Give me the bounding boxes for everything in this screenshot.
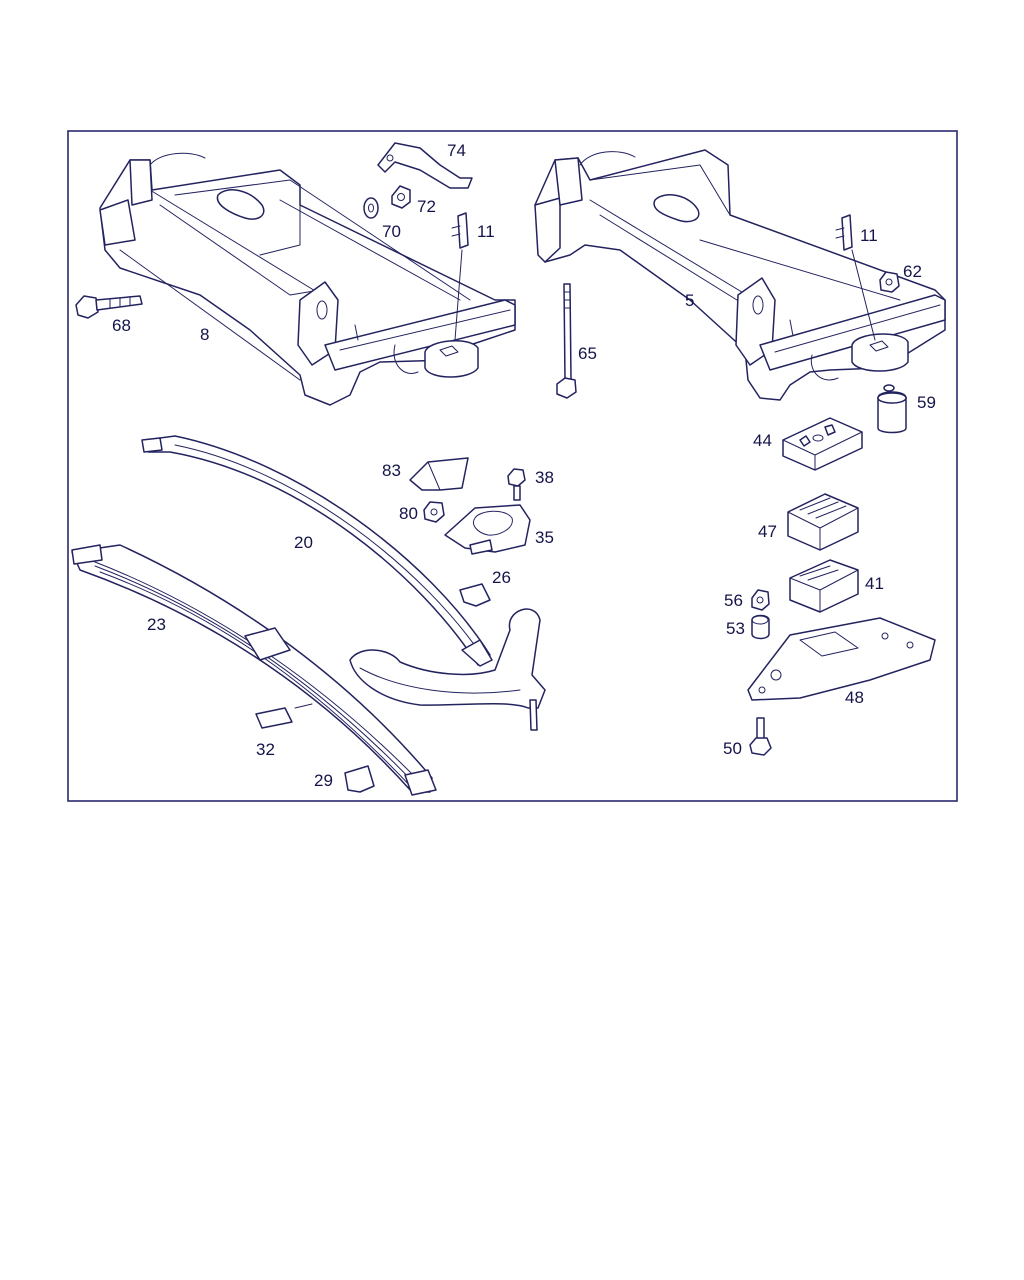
nut-62	[879, 271, 900, 293]
label-26: 26	[492, 568, 511, 587]
pad-44	[782, 417, 863, 471]
label-72: 72	[417, 197, 436, 216]
bracket-74	[377, 142, 473, 189]
label-8: 8	[200, 325, 209, 344]
label-83: 83	[382, 461, 401, 480]
label-56: 56	[724, 591, 743, 610]
label-59: 59	[917, 393, 936, 412]
spacer-26	[459, 583, 491, 607]
plate-48	[747, 617, 936, 701]
bolt-50	[749, 717, 772, 756]
label-35: 35	[535, 528, 554, 547]
bolt-38	[507, 468, 526, 501]
label-47: 47	[758, 522, 777, 541]
label-74: 74	[447, 141, 466, 160]
mount-41	[789, 559, 859, 613]
right-subframe	[534, 149, 946, 401]
nut-72	[391, 185, 411, 209]
buffer-59	[877, 384, 907, 434]
spacer-53	[751, 614, 770, 640]
washer-70	[363, 197, 379, 219]
nut-56	[751, 589, 770, 611]
label-50: 50	[723, 739, 742, 758]
label-32: 32	[256, 740, 275, 759]
pad-32	[255, 707, 293, 729]
label-53: 53	[726, 619, 745, 638]
label-11-left: 11	[477, 222, 495, 241]
leaf-spring-23	[71, 544, 437, 796]
label-20: 20	[294, 533, 313, 552]
bracket-83	[409, 457, 469, 491]
label-44: 44	[753, 431, 772, 450]
label-29: 29	[314, 771, 333, 790]
part-labels: 74 72 70 11 68 8 65 5 11 62 59 44 83 38 …	[112, 141, 936, 790]
label-5: 5	[685, 291, 694, 310]
label-80: 80	[399, 504, 418, 523]
label-11-right: 11	[860, 226, 878, 245]
spacer-29	[344, 765, 375, 793]
label-65: 65	[578, 344, 597, 363]
label-23: 23	[147, 615, 166, 634]
label-38: 38	[535, 468, 554, 487]
label-41: 41	[865, 574, 884, 593]
clip-11-right	[835, 214, 876, 341]
mount-47	[787, 493, 859, 551]
bolt-65	[556, 283, 577, 399]
clip-11-left	[451, 212, 469, 341]
leaf-spring-20	[141, 435, 493, 667]
diagram-frame	[67, 130, 958, 802]
bolt-68	[75, 295, 143, 319]
label-62: 62	[903, 262, 922, 281]
label-70: 70	[382, 222, 401, 241]
mount-35	[444, 504, 531, 555]
control-arm	[349, 608, 546, 731]
nut-80	[423, 501, 445, 523]
label-48: 48	[845, 688, 864, 707]
label-68: 68	[112, 316, 131, 335]
left-subframe	[99, 152, 516, 406]
leader-lines	[294, 703, 313, 709]
